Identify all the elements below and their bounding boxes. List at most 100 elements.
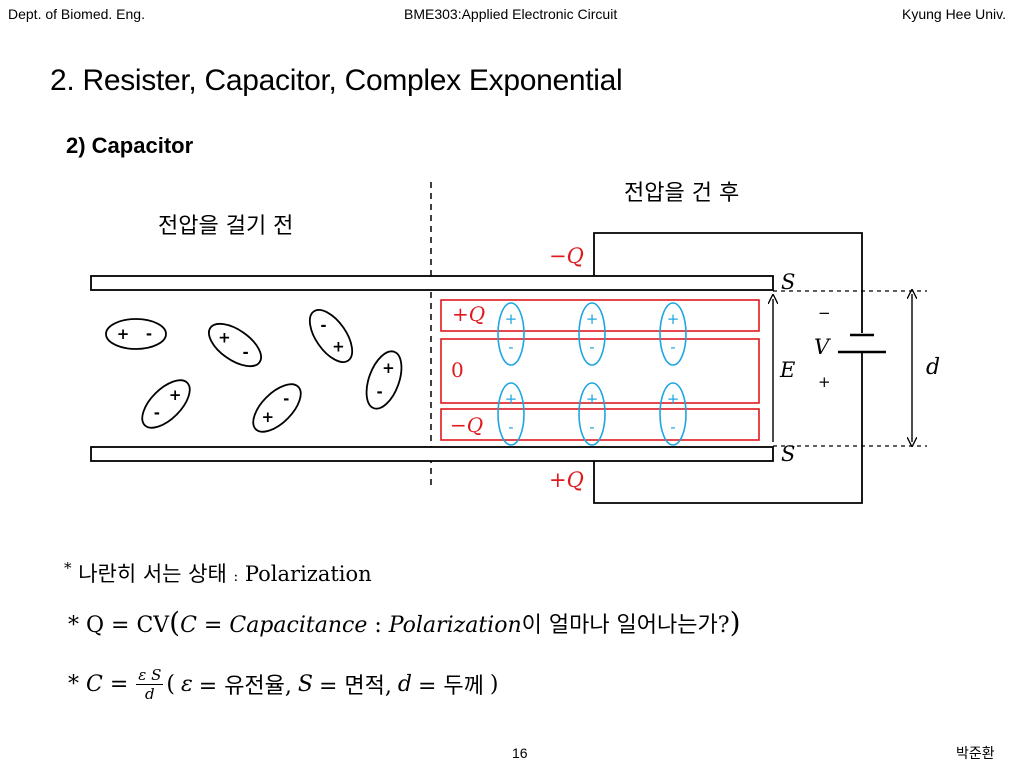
bottom-plate-charge: +Q xyxy=(549,468,584,492)
dipole-plus-sign: + xyxy=(505,390,518,408)
random-dipole-outline xyxy=(208,322,262,368)
dipole-minus-sign: - xyxy=(670,418,675,436)
section-subtitle: 2) Capacitor xyxy=(66,133,194,158)
dipole-plus-sign: + xyxy=(262,408,275,426)
random-dipole: +- xyxy=(105,318,167,350)
aligned-dipoles: +-+-+-+-+-+- xyxy=(497,302,687,446)
note1-separator: : xyxy=(233,569,239,585)
aligned-dipole-outline xyxy=(659,302,687,366)
aligned-dipole-outline xyxy=(578,382,606,446)
top-plate xyxy=(90,275,774,291)
eq3-d-symbol: d xyxy=(397,671,412,697)
eq3-eps-symbol: ε xyxy=(180,671,193,697)
top-plate-charge: −Q xyxy=(549,244,584,268)
aligned-dipole: +- xyxy=(659,302,687,366)
dipole-plus-sign: + xyxy=(586,310,599,328)
eq3-paren-close: ) xyxy=(489,671,499,697)
eq3-numerator: ε S xyxy=(136,665,164,685)
author-name: 박준환 xyxy=(956,745,995,761)
dipole-minus-sign: - xyxy=(376,383,382,401)
dipole-minus-sign: - xyxy=(589,338,594,356)
note-capacitance-formula: * C = ε S d ( ε = 유전율, S = 면적, d = 두께 ) xyxy=(68,660,499,708)
eq3-s-def: = 면적, xyxy=(318,674,392,699)
eq3-d-def: = 두께 xyxy=(417,674,484,699)
eq2-capacitance-def: C = Capacitance xyxy=(180,613,368,638)
plate-area-label-bottom: S xyxy=(781,442,795,466)
eq2-separator: : xyxy=(367,613,389,638)
random-dipole: +- xyxy=(252,383,302,433)
eq2-lhs: * Q = CV xyxy=(68,613,170,638)
battery-plus-sign: + xyxy=(818,373,831,391)
eq3-paren-open: ( xyxy=(166,671,175,697)
voltage-label: V xyxy=(814,335,831,359)
eq3-fraction: ε S d xyxy=(136,665,164,703)
dipole-plus-sign: + xyxy=(169,386,182,404)
random-dipole-outline xyxy=(141,379,191,429)
plate-area-label-top: S xyxy=(781,270,795,294)
dipole-plus-sign: + xyxy=(505,310,518,328)
dipole-plus-sign: + xyxy=(218,329,231,347)
dipole-plus-sign: + xyxy=(117,325,130,343)
random-dipole: -+ xyxy=(141,379,191,429)
random-dipole-outline xyxy=(252,383,302,433)
note-polarization: * 나란히 서는 상태 : Polarization xyxy=(64,558,372,588)
eq2-paren-open: ( xyxy=(169,606,181,639)
page-number: 16 xyxy=(512,745,528,761)
dipole-minus-sign: - xyxy=(320,316,326,334)
dielectric-layer-middle xyxy=(440,338,760,404)
aligned-dipole: +- xyxy=(578,302,606,366)
note1-term: Polarization xyxy=(244,562,372,586)
dipole-minus-sign: - xyxy=(670,338,675,356)
dipole-minus-sign: - xyxy=(508,338,513,356)
eq3-s-symbol: S xyxy=(297,671,313,697)
random-dipole: +- xyxy=(208,322,262,368)
dipole-minus-sign: - xyxy=(154,404,160,422)
random-dipole-outline xyxy=(365,350,403,410)
slide-title: 2. Resister, Capacitor, Complex Exponent… xyxy=(50,64,623,97)
dipole-plus-sign: + xyxy=(667,390,680,408)
dipole-minus-sign: - xyxy=(508,418,513,436)
dipole-minus-sign: - xyxy=(146,325,152,343)
aligned-dipole: +- xyxy=(497,382,525,446)
aligned-dipole: +- xyxy=(578,382,606,446)
aligned-dipole-outline xyxy=(659,382,687,446)
circuit-wire-top xyxy=(593,232,863,333)
battery-minus-sign: − xyxy=(818,304,831,322)
eq3-denominator: d xyxy=(145,684,155,703)
eq3-lhs: * C = xyxy=(68,671,129,697)
dipole-minus-sign: - xyxy=(243,343,249,361)
aligned-dipole-outline xyxy=(578,302,606,366)
dipole-plus-sign: + xyxy=(332,338,345,356)
aligned-dipole-outline xyxy=(497,302,525,366)
field-label: E xyxy=(779,358,795,382)
aligned-dipole: +- xyxy=(497,302,525,366)
after-voltage-label: 전압을 건 후 xyxy=(624,181,739,206)
eq2-paren-close: ) xyxy=(729,606,741,639)
random-dipoles: +-+--+-+-++- xyxy=(105,309,403,433)
dielectric-layer-top xyxy=(440,299,760,332)
random-dipole: -+ xyxy=(365,350,403,410)
eq2-polarization: Polarization xyxy=(388,613,522,638)
layer-bottom-charge: −Q xyxy=(450,413,483,437)
aligned-dipole-outline xyxy=(497,382,525,446)
random-dipole-outline xyxy=(105,318,167,350)
dipole-minus-sign: - xyxy=(283,390,289,408)
bottom-plate xyxy=(90,446,774,462)
eq2-question: 이 얼마나 일어나는가? xyxy=(521,613,730,638)
random-dipole-outline xyxy=(308,309,354,363)
circuit-wire-bottom xyxy=(593,353,863,504)
aligned-dipole: +- xyxy=(659,382,687,446)
before-voltage-label: 전압을 걸기 전 xyxy=(158,214,293,239)
header-course: BME303:Applied Electronic Circuit xyxy=(404,6,618,22)
note1-star: * xyxy=(64,559,72,577)
dipole-plus-sign: + xyxy=(667,310,680,328)
layer-middle-charge: 0 xyxy=(451,358,464,382)
random-dipole: -+ xyxy=(308,309,354,363)
header-dept: Dept. of Biomed. Eng. xyxy=(8,6,145,22)
dielectric-layer-bottom xyxy=(440,408,760,441)
dipole-plus-sign: + xyxy=(586,390,599,408)
note-charge-equation: * Q = CV(C = Capacitance : Polarization이… xyxy=(68,606,741,639)
header-university: Kyung Hee Univ. xyxy=(901,6,1006,22)
layer-top-charge: +Q xyxy=(452,302,485,326)
eq3-eps-def: = 유전율, xyxy=(198,674,292,699)
